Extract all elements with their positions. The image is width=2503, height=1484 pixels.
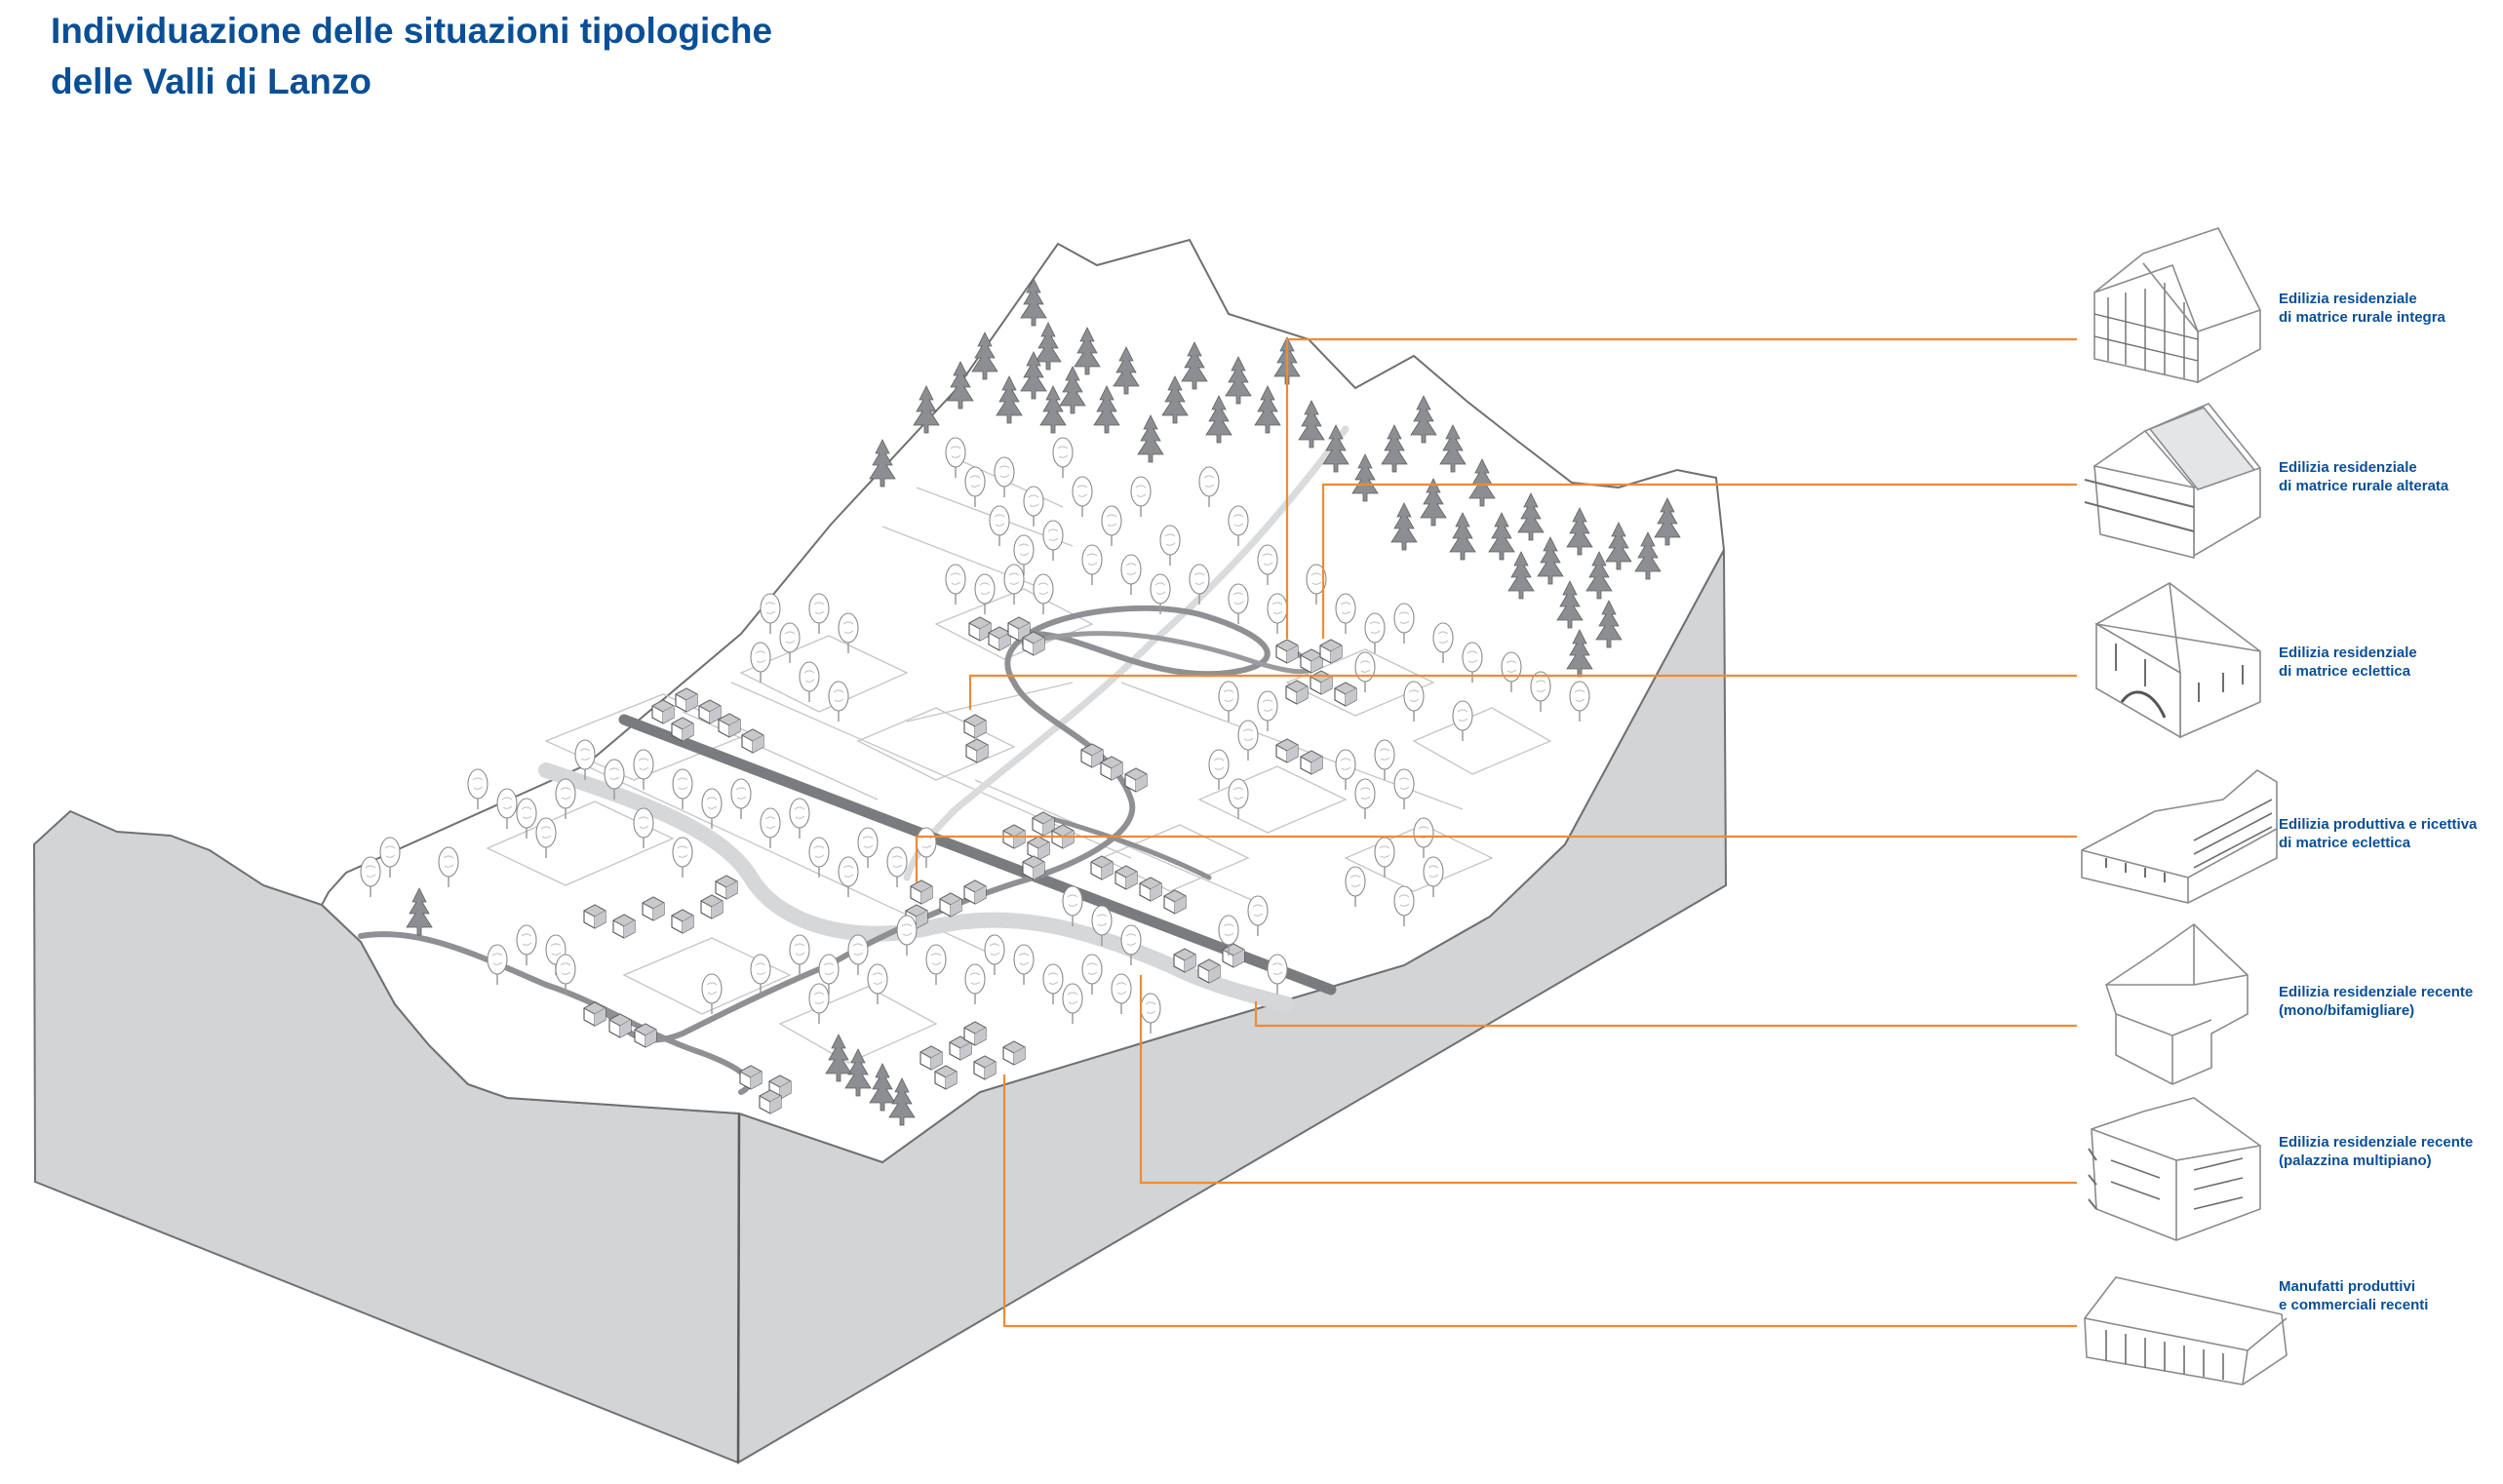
legend-label: (mono/bifamigliare) <box>2279 1002 2414 1019</box>
leader-line-rural-intact <box>1285 337 2077 639</box>
stream <box>903 425 1349 881</box>
page-title: Individuazione delle situazioni tipologi… <box>51 6 772 107</box>
main-road <box>618 714 1337 996</box>
legend-label: di matrice rurale integra <box>2279 309 2446 326</box>
legend-label: Edilizia residenziale recente <box>2279 984 2473 1000</box>
legend-label: di matrice eclettica <box>2279 663 2411 680</box>
terrain-block <box>32 238 1728 1464</box>
leader-line-recent-multi <box>1139 975 2077 1185</box>
legend-label: Edilizia residenziale <box>2279 291 2417 307</box>
legend-item-eclectic: Edilizia residenziale di matrice ecletti… <box>2279 644 2421 680</box>
title-line-1: Individuazione delle situazioni tipologi… <box>51 11 773 51</box>
icon-recent-single <box>2105 922 2249 1085</box>
leader-line-eclectic <box>968 674 2077 710</box>
leader-line-productive-eclectic <box>915 835 2077 882</box>
legend-label: di matrice rurale alterata <box>2279 478 2449 494</box>
icon-eclectic <box>2094 582 2261 739</box>
legend-item-recent-single: Edilizia residenziale recente (mono/bifa… <box>2279 984 2477 1019</box>
icon-rural-altered <box>2084 403 2261 560</box>
icon-recent-productive <box>2084 1276 2288 1386</box>
icon-recent-multi <box>2088 1097 2261 1241</box>
leader-line-recent-single <box>1254 1001 2077 1028</box>
legend-label: Edilizia residenziale recente <box>2279 1134 2473 1151</box>
river <box>538 762 1295 1012</box>
legend-label: e commerciali recenti <box>2279 1297 2428 1313</box>
legend: Edilizia residenziale di matrice rurale … <box>2279 291 2482 1313</box>
access-road <box>1050 816 1212 880</box>
icon-rural-intact <box>2093 227 2261 384</box>
leader-line-recent-productive <box>1002 1074 2077 1328</box>
legend-label: Edilizia residenziale <box>2279 459 2417 476</box>
legend-item-rural-altered: Edilizia residenziale di matrice rurale … <box>2279 459 2449 494</box>
legend-label: di matrice eclettica <box>2279 835 2411 851</box>
title-line-2: delle Valli di Lanzo <box>51 61 372 101</box>
legend-item-rural-intact: Edilizia residenziale di matrice rurale … <box>2279 291 2446 326</box>
leader-lines <box>915 337 2077 1328</box>
legend-label: Manufatti produttivi <box>2279 1278 2415 1295</box>
leader-line-rural-altered <box>1321 483 2077 639</box>
legend-label: (palazzina multipiano) <box>2279 1152 2432 1169</box>
legend-item-recent-productive: Manufatti produttivi e commerciali recen… <box>2279 1278 2428 1313</box>
legend-item-recent-multi: Edilizia residenziale recente (palazzina… <box>2279 1134 2477 1169</box>
icon-productive-eclectic <box>2081 769 2278 904</box>
legend-label: Edilizia produttiva e ricettiva <box>2279 816 2478 833</box>
legend-item-productive-eclectic: Edilizia produttiva e ricettiva di matri… <box>2279 816 2482 851</box>
legend-label: Edilizia residenziale <box>2279 644 2417 661</box>
